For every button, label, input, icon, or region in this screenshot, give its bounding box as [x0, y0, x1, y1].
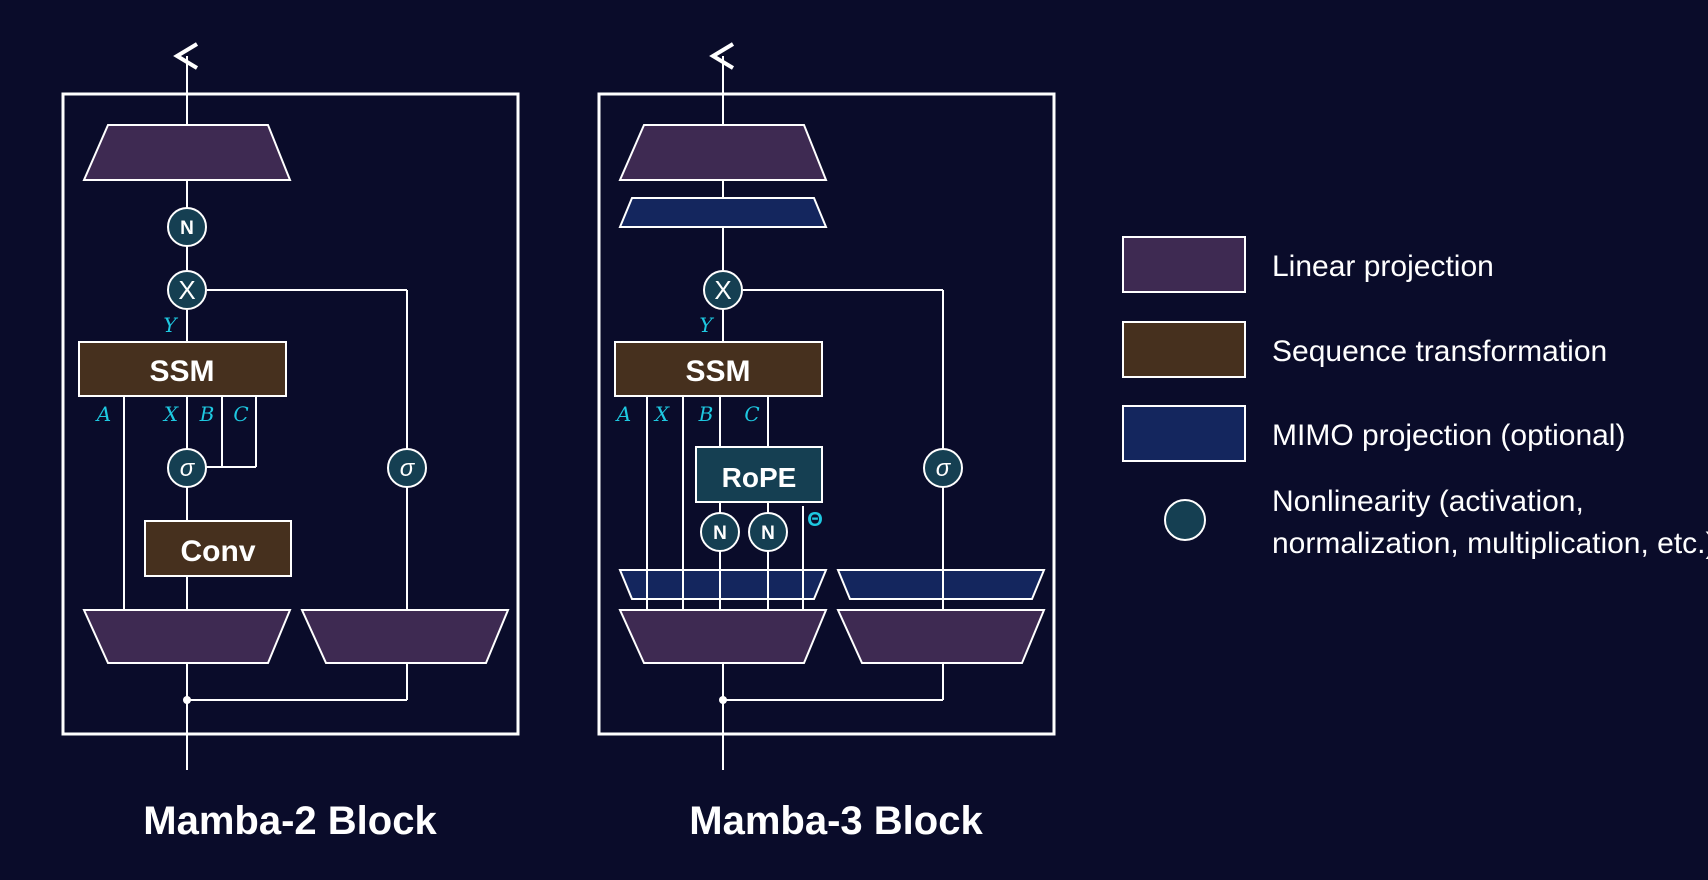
mamba2-mult-node: X: [167, 270, 207, 310]
legend-swatch-nonlinearity: [1164, 499, 1206, 541]
legend-swatch-linear: [1122, 236, 1246, 293]
mamba2-input-projection-right: [300, 609, 510, 664]
legend-label-nonlinearity-line2: normalization, multiplication, etc.): [1272, 527, 1708, 560]
mamba2-sigma-node-right: σ: [387, 448, 427, 488]
mamba3-output-mimo-projection: [618, 197, 828, 228]
mamba3-sigma-label: σ: [936, 455, 952, 482]
mamba3-var-x: X: [653, 402, 670, 426]
mamba3-output-projection: [618, 124, 828, 181]
mamba3-ssm-box: [614, 341, 823, 397]
mamba3-rope-label: RoPE: [722, 462, 797, 493]
mamba3-title: Mamba-3 Block: [689, 799, 983, 843]
mamba2-block: N X Y SSM A X B C σ σ Conv Mamba-2: [61, 42, 520, 843]
mamba3-mult-label: X: [714, 275, 731, 305]
mamba2-frame: [61, 92, 520, 736]
mamba2-var-a: A: [95, 402, 111, 426]
mamba3-norm-label-b: N: [713, 523, 727, 544]
mamba2-output-projection: [82, 124, 292, 181]
mamba3-input-mimo-projection-left: [618, 569, 828, 600]
mamba3-rope-box: [695, 446, 823, 503]
mamba3-input-projection-left: [618, 609, 828, 664]
mamba3-theta-label: Θ: [807, 509, 823, 531]
mamba2-norm-label: N: [180, 218, 194, 239]
mamba2-var-b: B: [199, 402, 215, 426]
legend-item-nonlinearity: Nonlinearity (activation, normalization,…: [1164, 485, 1708, 560]
mamba2-sigma-node-left: σ: [167, 448, 207, 488]
mamba2-var-x: X: [162, 402, 179, 426]
mamba2-sigma-label-left: σ: [180, 455, 196, 482]
mamba3-sigma-node: σ: [923, 448, 963, 488]
legend-label-mimo: MIMO projection (optional): [1272, 419, 1625, 452]
mamba2-conv-box: [144, 520, 292, 577]
mamba2-mult-label: X: [178, 275, 195, 305]
mamba3-norm-label-c: N: [761, 523, 775, 544]
legend-label-sequence: Sequence transformation: [1272, 335, 1607, 368]
mamba3-var-b: B: [698, 402, 714, 426]
mamba3-mult-node: X: [703, 270, 743, 310]
mamba3-ssm-label: SSM: [685, 355, 750, 388]
mamba2-ssm-box: [78, 341, 287, 397]
legend-label-nonlinearity-line1: Nonlinearity (activation,: [1272, 485, 1584, 518]
legend-swatch-mimo: [1122, 405, 1246, 462]
mamba2-norm-node: N: [167, 207, 207, 247]
mamba3-mimo-wires: [646, 570, 944, 610]
mamba2-ssm-label: SSM: [149, 355, 214, 388]
legend: Linear projection Sequence transformatio…: [1122, 236, 1708, 560]
legend-item-sequence-transformation: Sequence transformation: [1122, 321, 1607, 378]
mamba2-input-projection-left: [82, 609, 292, 664]
mamba2-conv-label: Conv: [181, 535, 256, 568]
mamba3-var-c: C: [744, 402, 759, 426]
mamba3-input-mimo-projection-right: [836, 569, 1046, 600]
mamba3-norm-node-c: N: [748, 512, 788, 552]
mamba3-input-projection-right: [836, 609, 1046, 664]
mamba2-title: Mamba-2 Block: [143, 799, 437, 843]
mamba3-var-a: A: [615, 402, 631, 426]
mamba2-wires: [123, 42, 408, 770]
mamba2-var-c: C: [233, 402, 248, 426]
mamba3-block: X Y SSM A X B C RoPE N N Θ σ: [597, 42, 1056, 843]
mamba3-var-y: Y: [699, 313, 714, 337]
legend-label-linear: Linear projection: [1272, 250, 1494, 283]
mamba3-norm-node-b: N: [700, 512, 740, 552]
mamba2-var-y: Y: [163, 313, 178, 337]
mamba3-frame: [597, 92, 1056, 736]
legend-swatch-sequence: [1122, 321, 1246, 378]
mamba2-sigma-label-right: σ: [400, 455, 416, 482]
legend-item-mimo-projection: MIMO projection (optional): [1122, 405, 1625, 462]
legend-item-linear-projection: Linear projection: [1122, 236, 1494, 293]
